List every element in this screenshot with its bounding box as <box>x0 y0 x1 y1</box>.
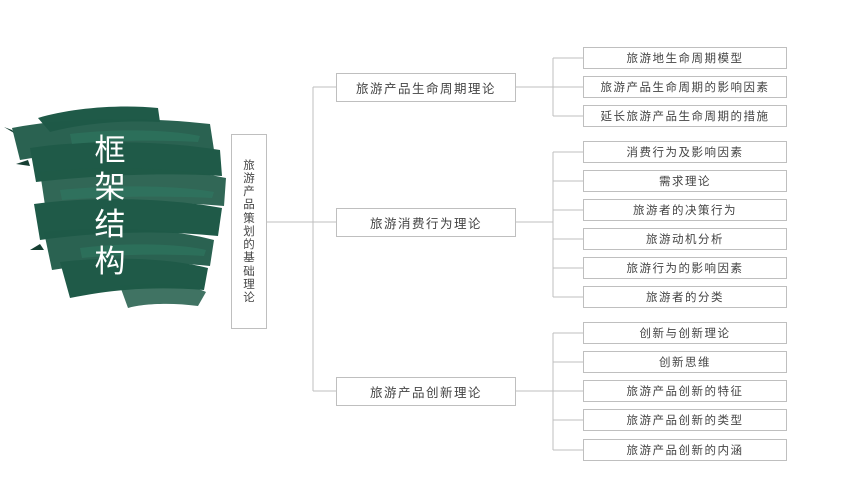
root-char: 品 <box>243 197 255 212</box>
root-char: 划 <box>243 223 255 238</box>
branch-node-lifecycle: 旅游产品生命周期理论 <box>336 73 516 102</box>
leaf-node: 旅游地生命周期模型 <box>583 47 787 69</box>
root-char: 的 <box>243 237 255 252</box>
branch-node-innovation: 旅游产品创新理论 <box>336 377 516 406</box>
title-char: 框 <box>94 133 126 169</box>
title-char: 构 <box>94 244 126 280</box>
leaf-node: 旅游行为的影响因素 <box>583 257 787 279</box>
leaf-node: 旅游动机分析 <box>583 228 787 250</box>
leaf-node: 需求理论 <box>583 170 787 192</box>
leaf-node: 旅游者的分类 <box>583 286 787 308</box>
title-char: 结 <box>94 207 126 243</box>
root-char: 础 <box>243 263 255 278</box>
root-node-label: 旅 游 产 品 策 划 的 基 础 理 论 <box>242 157 256 304</box>
leaf-node: 旅游产品生命周期的影响因素 <box>583 76 787 98</box>
root-char: 策 <box>243 210 255 225</box>
root-char: 旅 <box>243 157 255 172</box>
title-char: 架 <box>94 170 126 206</box>
leaf-node: 旅游产品创新的内涵 <box>583 439 787 461</box>
leaf-node: 旅游产品创新的特征 <box>583 380 787 402</box>
leaf-node: 创新与创新理论 <box>583 322 787 344</box>
framework-title: 框 架 结 构 <box>90 133 130 281</box>
leaf-node: 消费行为及影响因素 <box>583 141 787 163</box>
root-char: 理 <box>243 276 255 291</box>
root-char: 游 <box>243 171 255 186</box>
leaf-node: 创新思维 <box>583 351 787 373</box>
root-char: 论 <box>243 289 255 304</box>
brush-stroke-decoration <box>4 106 226 308</box>
leaf-node: 延长旅游产品生命周期的措施 <box>583 105 787 127</box>
root-node: 旅 游 产 品 策 划 的 基 础 理 论 <box>231 134 267 329</box>
leaf-node: 旅游产品创新的类型 <box>583 409 787 431</box>
root-char: 产 <box>243 184 255 199</box>
branch-node-consumer-behavior: 旅游消费行为理论 <box>336 208 516 237</box>
leaf-node: 旅游者的决策行为 <box>583 199 787 221</box>
root-char: 基 <box>243 250 255 265</box>
